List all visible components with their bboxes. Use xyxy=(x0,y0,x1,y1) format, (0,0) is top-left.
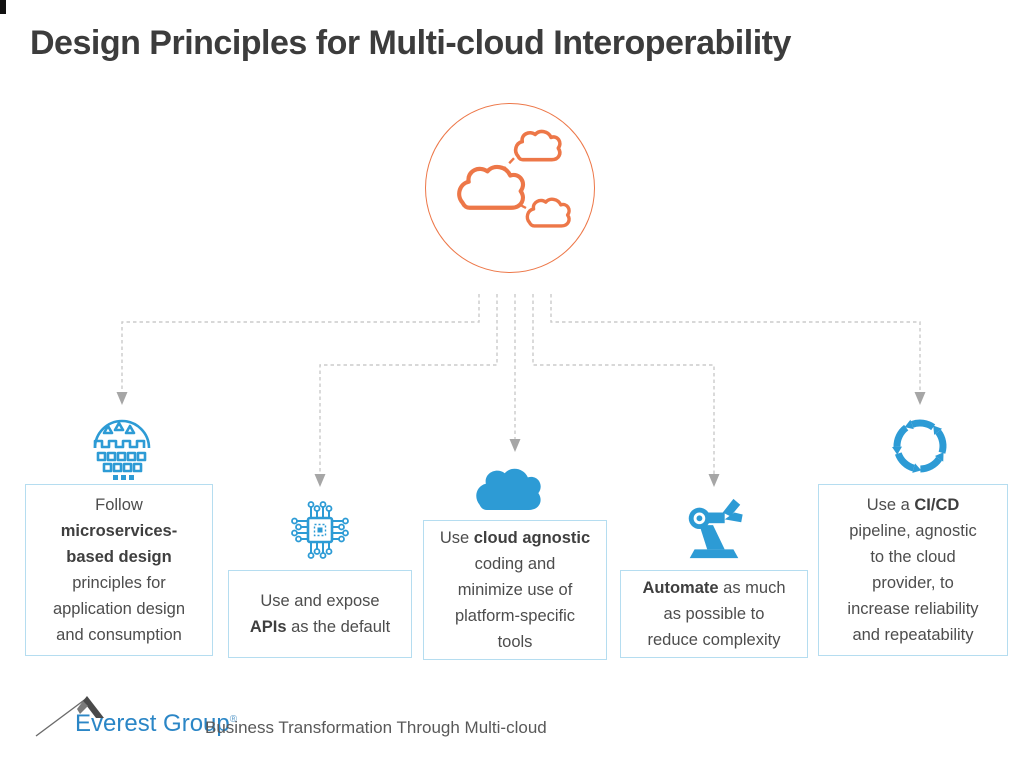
cicd-cycle-icon xyxy=(888,414,952,478)
api-chip-icon xyxy=(291,501,349,559)
brand-tagline: Business Transformation Through Multi-cl… xyxy=(205,718,547,737)
footer-brand-bar: Everest Group® Business Transformation T… xyxy=(30,688,650,750)
corner-mark xyxy=(0,0,6,14)
cloud-icon xyxy=(476,468,541,510)
robot-arm-icon xyxy=(688,498,743,559)
clouds-graphic xyxy=(426,129,571,228)
brand-name: Everest Group® xyxy=(75,710,238,737)
microservices-icon xyxy=(93,419,151,480)
multi-cloud-circle-icon xyxy=(425,103,595,273)
page-title: Design Principles for Multi-cloud Intero… xyxy=(30,24,791,62)
everest-mountain-icon xyxy=(35,696,104,737)
registered-mark: ® xyxy=(229,714,238,725)
